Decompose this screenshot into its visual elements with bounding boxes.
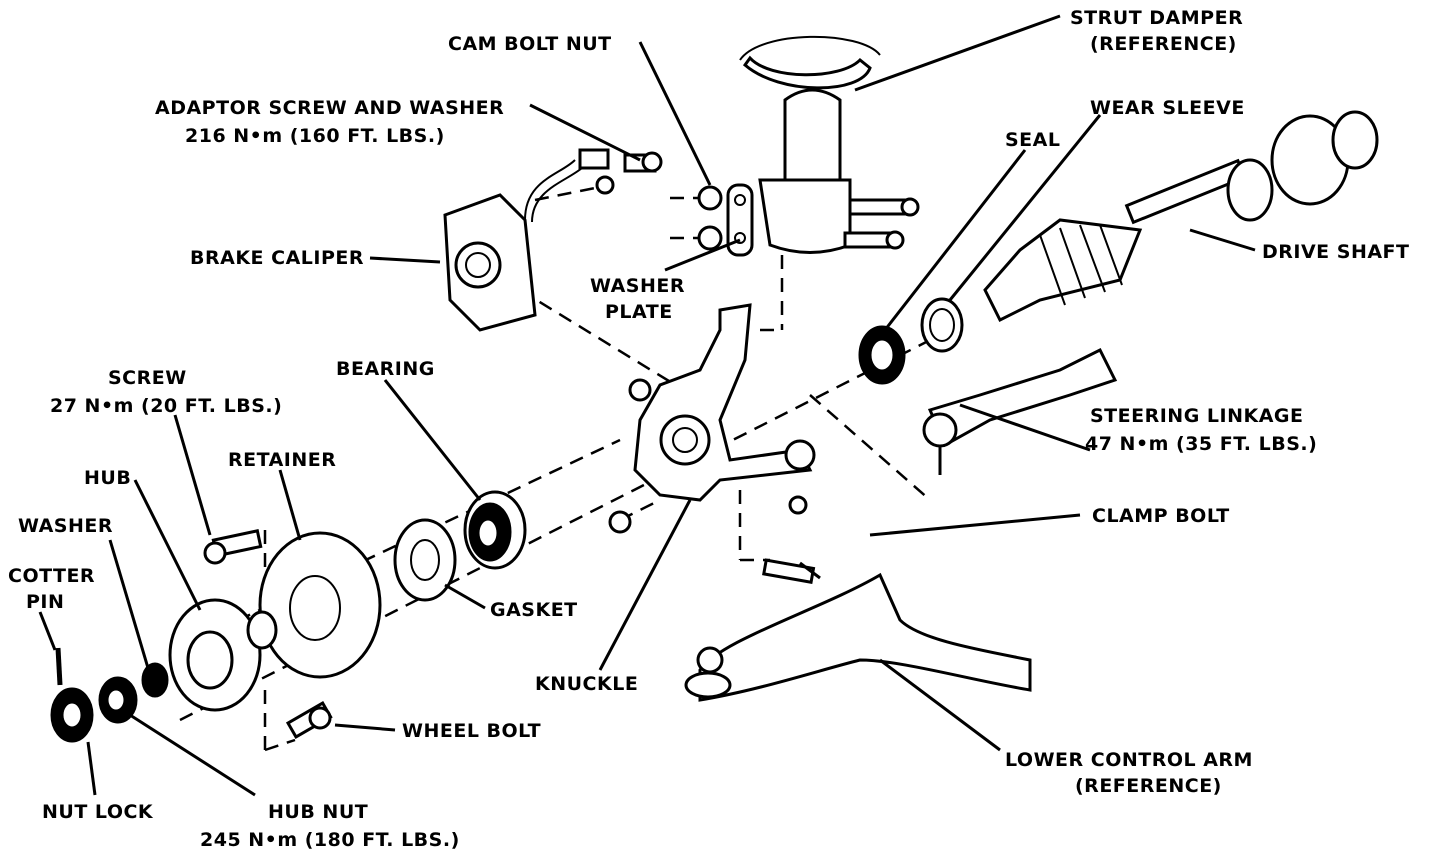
wheel-bolt-part [285,701,333,739]
drive-shaft [983,110,1379,323]
label-washer-plate-2: PLATE [605,301,673,323]
leader-lines [38,14,1256,797]
label-clamp-bolt: CLAMP BOLT [1092,505,1230,527]
label-washer: WASHER [18,515,113,537]
brake-caliper [443,148,663,332]
label-steering-linkage-2: 47 N•m (35 FT. LBS.) [1085,433,1317,455]
label-screw-2: 27 N•m (20 FT. LBS.) [50,395,282,417]
washer-part [141,662,169,698]
screw-part [203,529,263,565]
hub-part [168,598,278,712]
label-knuckle: KNUCKLE [535,673,638,695]
label-cotter-pin-2: PIN [26,591,64,613]
label-brake-caliper: BRAKE CALIPER [190,247,364,269]
label-cam-bolt-nut: CAM BOLT NUT [448,33,612,55]
lower-control-arm [684,572,1032,702]
clamp-bolt-part [762,495,816,584]
label-hub: HUB [84,467,131,489]
cotter-pin-part [55,647,63,686]
label-wear-sleeve: WEAR SLEEVE [1090,97,1245,119]
hub-nut-part [98,676,138,724]
label-wheel-bolt: WHEEL BOLT [402,720,541,742]
label-drive-shaft: DRIVE SHAFT [1262,241,1410,263]
retainer-part [258,531,382,679]
label-lower-control-arm-1: LOWER CONTROL ARM [1005,749,1253,771]
steering-linkage [922,347,1118,475]
label-strut-damper-2: (REFERENCE) [1090,33,1237,55]
wear-sleeve-part [920,297,964,353]
gasket-part [393,518,457,602]
label-retainer: RETAINER [228,449,336,471]
label-lower-control-arm-2: (REFERENCE) [1075,775,1222,797]
seal-part [858,325,906,385]
label-adaptor-screw-2: 216 N•m (160 FT. LBS.) [185,125,445,147]
label-washer-plate-1: WASHER [590,275,685,297]
label-nut-lock: NUT LOCK [42,801,154,823]
nut-lock-part [50,687,94,743]
knuckle [608,303,816,534]
label-bearing: BEARING [336,358,435,380]
strut-damper [739,35,920,254]
label-strut-damper-1: STRUT DAMPER [1070,7,1243,29]
label-screw-1: SCREW [108,367,187,389]
bearing-part [463,490,527,570]
label-cotter-pin-1: COTTER [8,565,95,587]
label-steering-linkage-1: STEERING LINKAGE [1090,405,1304,427]
label-hub-nut-2: 245 N•m (180 FT. LBS.) [200,829,460,851]
label-adaptor-screw-1: ADAPTOR SCREW AND WASHER [155,97,504,119]
cam-bolt-nuts [697,183,754,257]
labels: STRUT DAMPER (REFERENCE) CAM BOLT NUT AD… [8,7,1410,851]
label-hub-nut-1: HUB NUT [268,801,368,823]
label-seal: SEAL [1005,129,1060,151]
label-gasket: GASKET [490,599,578,621]
